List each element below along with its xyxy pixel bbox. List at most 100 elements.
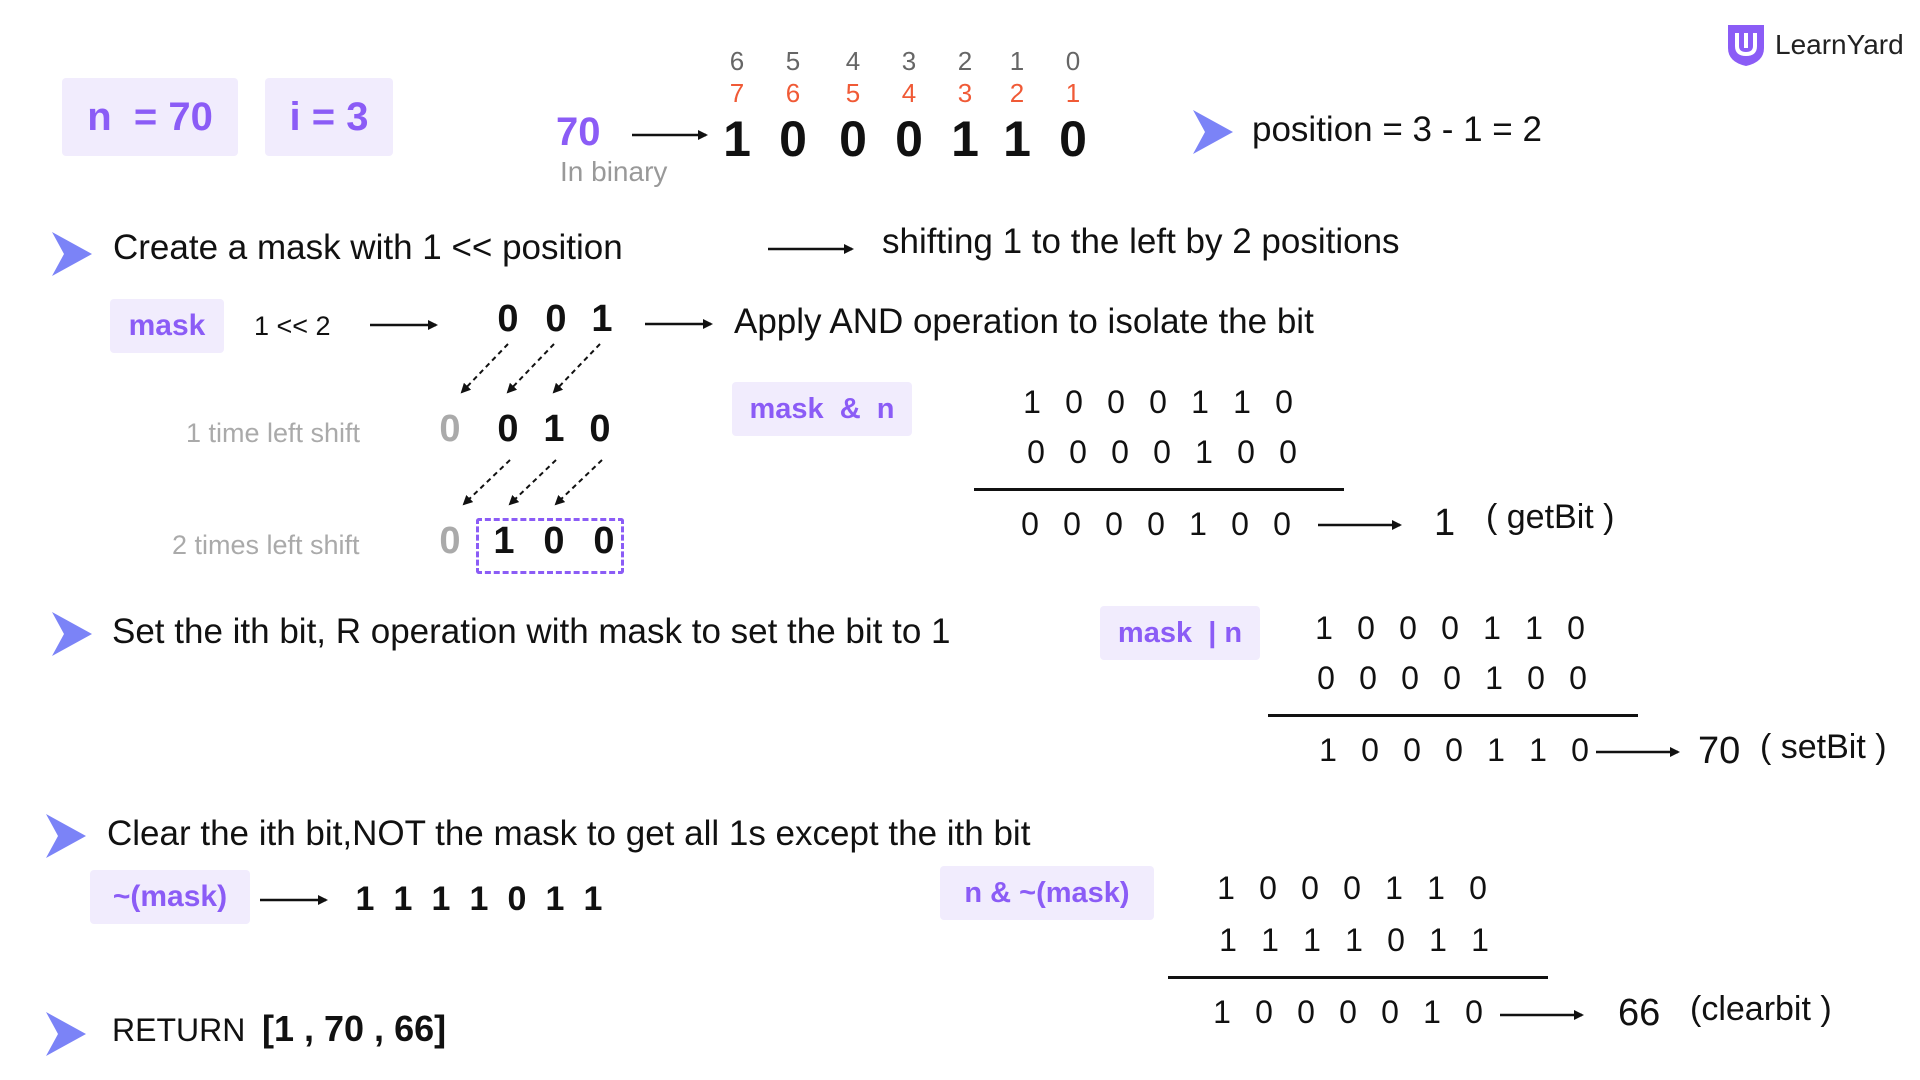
shift2-lead-bit: 0 — [439, 520, 461, 562]
and-op-chip: mask & n — [732, 382, 912, 436]
chevron-right-icon — [46, 814, 86, 858]
shift2-bit: 0 — [593, 520, 615, 562]
binary-caption: In binary — [560, 156, 668, 187]
clear-result-bit: 0 — [1297, 994, 1315, 1030]
and-row2-bit: 1 — [1195, 434, 1213, 470]
return-label: RETURN — [112, 1012, 246, 1048]
and-result-bit: 0 — [1147, 506, 1165, 542]
mask-bit: 0 — [545, 298, 567, 340]
or-row1-bit: 1 — [1525, 610, 1543, 646]
chevron-right-icon — [52, 232, 92, 276]
clear-row1-bit: 0 — [1469, 870, 1487, 906]
shift1-label: 1 time left shift — [186, 418, 361, 448]
not-mask-bit: 1 — [355, 880, 375, 918]
arrow-to-binary-icon — [632, 130, 708, 140]
or-row2-bit: 0 — [1359, 660, 1377, 696]
binary-bit: 1 — [951, 111, 979, 167]
and-row1-bit: 0 — [1149, 384, 1167, 420]
mask-bit: 1 — [591, 298, 613, 340]
n-value-label: n = 70 — [87, 94, 213, 139]
and-result-bit: 0 — [1273, 506, 1291, 542]
or-row1-bit: 0 — [1357, 610, 1375, 646]
not-mask-bit: 1 — [545, 880, 565, 918]
or-row1-bit: 0 — [1567, 610, 1585, 646]
and-row1-bit: 0 — [1275, 384, 1293, 420]
and-row2-bit: 0 — [1069, 434, 1087, 470]
or-row2-bit: 0 — [1317, 660, 1335, 696]
index-top-1: 5 — [785, 46, 801, 76]
binary-bit: 0 — [1059, 111, 1087, 167]
and-row1-bit: 1 — [1233, 384, 1251, 420]
not-mask-bit: 1 — [393, 880, 413, 918]
clear-row1-bit: 1 — [1427, 870, 1445, 906]
arrow-icon — [370, 320, 438, 330]
and-result-bit: 0 — [1021, 506, 1039, 542]
shift1-bit: 0 — [589, 408, 611, 450]
chevron-right-icon — [46, 1012, 86, 1056]
index-red-3: 4 — [901, 78, 917, 108]
getbit-value: 1 — [1434, 502, 1456, 544]
clear-row1-bit: 0 — [1301, 870, 1319, 906]
index-top-2: 4 — [845, 46, 861, 76]
binary-bit: 1 — [723, 111, 751, 167]
or-row1-bit: 0 — [1441, 610, 1459, 646]
clear-row1-bit: 0 — [1259, 870, 1277, 906]
and-row2-bit: 0 — [1111, 434, 1129, 470]
binary-bit: 0 — [839, 111, 867, 167]
decimal-value: 70 — [556, 110, 601, 154]
shift1-bit: 1 — [543, 408, 565, 450]
or-row1-bit: 0 — [1399, 610, 1417, 646]
not-mask-bit: 1 — [431, 880, 451, 918]
position-formula: position = 3 - 1 = 2 — [1252, 110, 1542, 149]
clear-op-chip-label: n & ~(mask) — [964, 876, 1130, 909]
step1-title: Create a mask with 1 << position — [113, 228, 623, 267]
clear-row2-bit: 1 — [1471, 922, 1489, 958]
or-row1-bit: 1 — [1483, 610, 1501, 646]
and-op-chip-label: mask & n — [749, 392, 895, 425]
clear-result-bit: 0 — [1465, 994, 1483, 1030]
clear-row2-bit: 1 — [1429, 922, 1447, 958]
shift-expression: 1 << 2 — [254, 311, 331, 341]
or-result-bit: 0 — [1571, 732, 1589, 768]
shift-note: shifting 1 to the left by 2 positions — [882, 222, 1400, 261]
clear-result-bit: 0 — [1255, 994, 1273, 1030]
arrow-icon — [645, 319, 713, 329]
mask-chip: mask — [110, 299, 224, 353]
or-row1-bit: 1 — [1315, 610, 1333, 646]
mask-chip-label: mask — [128, 309, 206, 342]
or-row2-bit: 0 — [1401, 660, 1419, 696]
or-row2-bit: 1 — [1485, 660, 1503, 696]
index-top-6: 0 — [1065, 46, 1081, 76]
and-row2-bit: 0 — [1279, 434, 1297, 470]
step2-title: Set the ith bit, R operation with mask t… — [112, 612, 951, 651]
or-row2-bit: 0 — [1569, 660, 1587, 696]
index-top-5: 1 — [1009, 46, 1025, 76]
clear-row2-bit: 1 — [1345, 922, 1363, 958]
not-mask-chip-label: ~(mask) — [112, 880, 228, 913]
shift-arrows-2 — [462, 459, 603, 506]
and-divider — [974, 488, 1344, 491]
clear-row1-bit: 1 — [1385, 870, 1403, 906]
and-row1-bit: 0 — [1065, 384, 1083, 420]
and-result-bit: 1 — [1189, 506, 1207, 542]
index-red-0: 7 — [729, 78, 745, 108]
or-result-bit: 0 — [1361, 732, 1379, 768]
return-value: [1 , 70 , 66] — [262, 1008, 447, 1049]
clear-op-chip: n & ~(mask) — [940, 866, 1154, 920]
arrow-icon — [1596, 747, 1680, 757]
clearbit-label: (clearbit ) — [1690, 990, 1832, 1028]
index-red-4: 3 — [957, 78, 973, 108]
n-value-chip: n = 70 — [62, 78, 238, 156]
arrow-icon — [1500, 1010, 1584, 1020]
index-red-6: 1 — [1065, 78, 1081, 108]
not-mask-bit: 1 — [583, 880, 603, 918]
i-value-label: i = 3 — [289, 94, 369, 139]
chevron-right-icon — [1193, 110, 1233, 154]
shield-logo-icon — [1728, 25, 1764, 66]
and-result-bit: 0 — [1105, 506, 1123, 542]
index-top-3: 3 — [901, 46, 917, 76]
clear-row1-bit: 1 — [1217, 870, 1235, 906]
clear-row2-bit: 0 — [1387, 922, 1405, 958]
and-result-bit: 0 — [1231, 506, 1249, 542]
or-result-bit: 0 — [1445, 732, 1463, 768]
